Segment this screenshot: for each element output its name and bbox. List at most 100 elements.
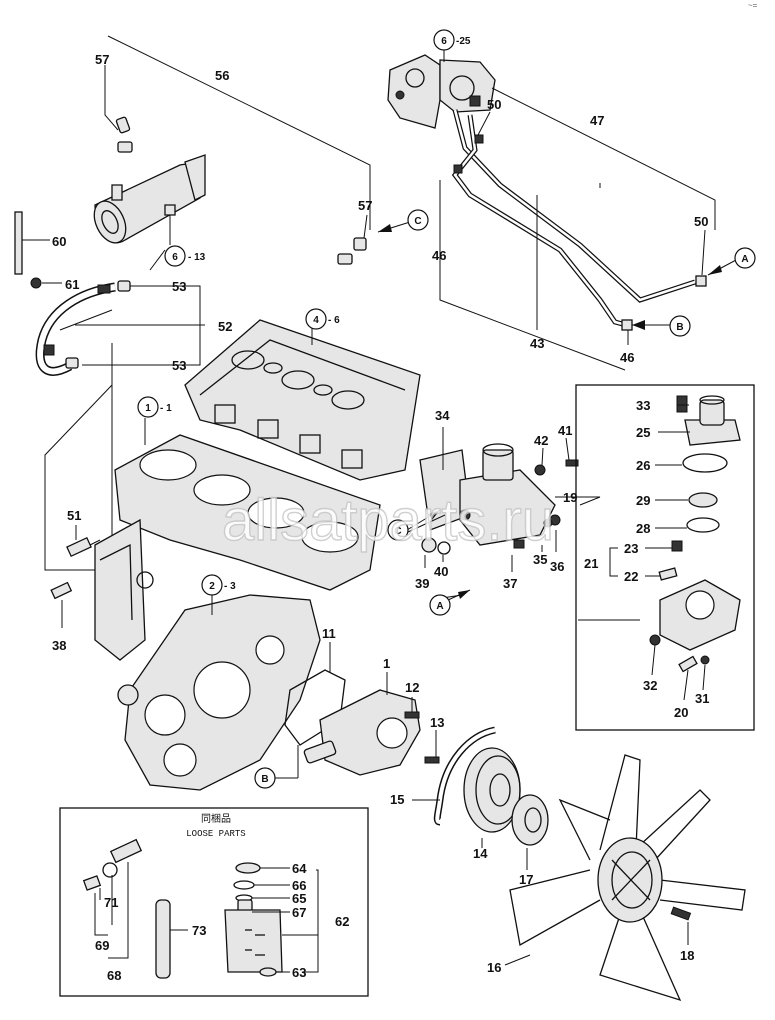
ref-b-top: B bbox=[632, 315, 691, 337]
svg-text:1: 1 bbox=[145, 403, 151, 414]
corner-mark: ~= bbox=[748, 1, 758, 10]
pipes-43-47 bbox=[439, 87, 716, 371]
loose-parts-title-jp: 同梱品 bbox=[201, 812, 231, 825]
callout-32: 32 bbox=[643, 678, 657, 693]
callout-20: 20 bbox=[674, 705, 688, 720]
callout-34: 34 bbox=[435, 408, 450, 423]
callout-46: 46 bbox=[432, 248, 446, 263]
ref-a-center: A bbox=[429, 589, 471, 616]
callout-50: 50 bbox=[487, 97, 501, 112]
callout-36: 36 bbox=[550, 559, 564, 574]
cylinder-block bbox=[94, 418, 381, 661]
svg-text:- 13: - 13 bbox=[188, 252, 206, 263]
callout-57: 57 bbox=[95, 52, 109, 67]
callout-61: 61 bbox=[65, 277, 79, 292]
callout-21: 21 bbox=[584, 556, 598, 571]
svg-text:C: C bbox=[394, 526, 401, 537]
callout-14: 14 bbox=[473, 846, 488, 861]
callout-31: 31 bbox=[695, 691, 709, 706]
upper-hose-assembly bbox=[104, 35, 371, 266]
sensors-51-38 bbox=[50, 525, 101, 628]
svg-text:-25: -25 bbox=[456, 36, 471, 47]
circled-ref-6-13: 6 - 13 bbox=[164, 245, 206, 267]
circled-ref-2-3: 2 - 3 bbox=[201, 574, 236, 596]
circled-ref-6-25: 6 -25 bbox=[433, 29, 471, 62]
callout-66: 66 bbox=[292, 878, 306, 893]
ref-a-top: A bbox=[707, 247, 756, 276]
callout-41: 41 bbox=[558, 423, 572, 438]
cooling-fan bbox=[504, 754, 746, 1002]
callout-33: 33 bbox=[636, 398, 650, 413]
callout-57: 57 bbox=[358, 198, 372, 213]
svg-text:- 1: - 1 bbox=[160, 403, 172, 414]
callout-16: 16 bbox=[487, 960, 501, 975]
svg-text:B: B bbox=[261, 774, 268, 785]
callout-67: 67 bbox=[292, 905, 306, 920]
callout-64: 64 bbox=[292, 861, 307, 876]
loose-parts-items bbox=[82, 838, 319, 979]
reserve-tank bbox=[93, 154, 206, 245]
callout-11: 11 bbox=[322, 626, 336, 641]
callout-39: 39 bbox=[415, 576, 429, 591]
callout-47: 47 bbox=[590, 113, 604, 128]
water-pump bbox=[275, 642, 440, 779]
loose-parts-box bbox=[59, 807, 369, 997]
callout-26: 26 bbox=[636, 458, 650, 473]
svg-text:A: A bbox=[741, 254, 748, 265]
svg-text:6: 6 bbox=[172, 252, 178, 263]
callout-1: 1 bbox=[383, 656, 390, 671]
callout-56: 56 bbox=[215, 68, 229, 83]
callout-12: 12 bbox=[405, 680, 419, 695]
svg-text:- 3: - 3 bbox=[224, 581, 236, 592]
callout-53: 53 bbox=[172, 279, 186, 294]
svg-text:B: B bbox=[676, 322, 683, 333]
cylinder-head bbox=[184, 319, 421, 481]
ref-c-center: C bbox=[387, 509, 441, 541]
callout-labels: 57 56 57 60 61 53 52 53 50 47 50 46 43 4… bbox=[52, 52, 709, 983]
callout-18: 18 bbox=[680, 948, 694, 963]
callout-69: 69 bbox=[95, 938, 109, 953]
callout-43: 43 bbox=[530, 336, 544, 351]
gear-case bbox=[117, 594, 321, 791]
callout-13: 13 bbox=[430, 715, 444, 730]
callout-23: 23 bbox=[624, 541, 638, 556]
watermark: allsatparts.ru bbox=[222, 488, 554, 553]
ref-b-lower: B bbox=[254, 767, 276, 789]
callout-37: 37 bbox=[503, 576, 517, 591]
callout-52: 52 bbox=[218, 319, 232, 334]
callout-35: 35 bbox=[533, 552, 547, 567]
callout-71: 71 bbox=[104, 895, 118, 910]
detail-box-21 bbox=[575, 384, 755, 731]
callout-53: 53 bbox=[172, 358, 186, 373]
callout-29: 29 bbox=[636, 493, 650, 508]
svg-text:4: 4 bbox=[313, 315, 319, 326]
callout-38: 38 bbox=[52, 638, 66, 653]
detail-thermostat-parts bbox=[578, 395, 741, 701]
callout-68: 68 bbox=[107, 968, 121, 983]
callout-46: 46 bbox=[620, 350, 634, 365]
svg-text:C: C bbox=[414, 216, 421, 227]
callout-42: 42 bbox=[534, 433, 548, 448]
callout-40: 40 bbox=[434, 564, 448, 579]
belt-pulley bbox=[412, 726, 549, 870]
circled-ref-4-6: 4 - 6 bbox=[305, 308, 340, 330]
lower-hose-52 bbox=[35, 249, 205, 571]
callout-50: 50 bbox=[694, 214, 708, 229]
callout-62: 62 bbox=[335, 914, 349, 929]
callout-73: 73 bbox=[192, 923, 206, 938]
svg-text:- 6: - 6 bbox=[328, 315, 340, 326]
ref-c-top: C bbox=[377, 209, 429, 233]
thermostat-housing-center bbox=[407, 427, 601, 599]
injection-pump-assembly bbox=[387, 54, 496, 129]
circled-ref-1-1: 1 - 1 bbox=[137, 396, 172, 418]
callout-22: 22 bbox=[624, 569, 638, 584]
loose-parts-title-en: LOOSE PARTS bbox=[186, 829, 245, 839]
callout-28: 28 bbox=[636, 521, 650, 536]
bracket-60 bbox=[14, 211, 62, 289]
svg-text:A: A bbox=[436, 601, 443, 612]
callout-15: 15 bbox=[390, 792, 404, 807]
callout-19: 19 bbox=[563, 490, 577, 505]
callout-17: 17 bbox=[519, 872, 533, 887]
callout-65: 65 bbox=[292, 891, 306, 906]
